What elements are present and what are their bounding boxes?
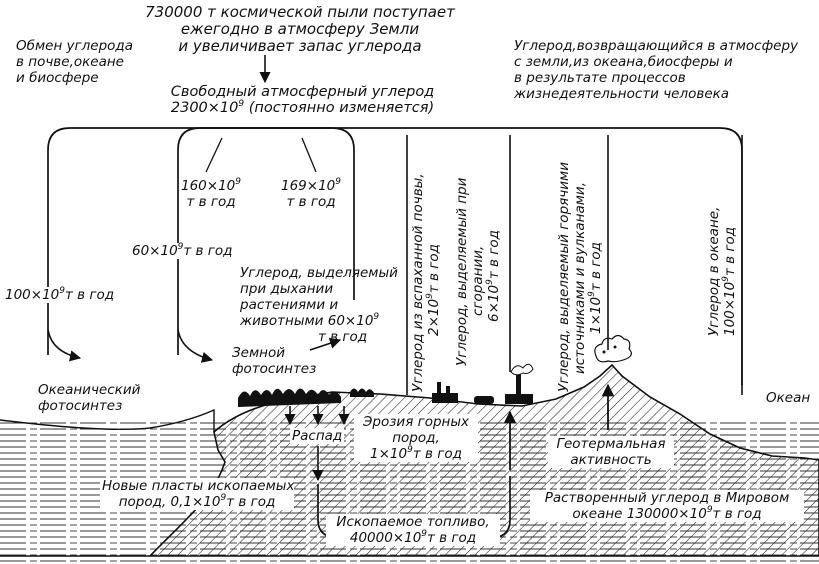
- cosmic-dust-text: 730000 т космической пыли поступает ежег…: [145, 3, 455, 55]
- vegetation: [238, 388, 374, 407]
- ocean-carbon-text: Углерод в океане, 100×109т в год: [706, 206, 738, 336]
- carbon-exchange-text: Обмен углерода в почве,океане и биосфере: [16, 38, 134, 86]
- fossil-fuel-text: Ископаемое топливо, 40000×109т в год: [326, 514, 500, 546]
- respiration-text: Углерод, выделяемый при дыхании растения…: [240, 265, 398, 345]
- volcano-plume: [594, 334, 632, 363]
- factory: [432, 363, 534, 404]
- ocean-photosynthesis-arrow: [47, 329, 82, 362]
- flow-60: 60×109т в год: [130, 242, 235, 259]
- seafloor-left: [0, 408, 215, 432]
- geothermal-text: Геотермальная активность: [548, 436, 674, 468]
- leader-160: [205, 137, 223, 173]
- flow-160: 160×109 т в год: [181, 177, 241, 211]
- free-atmospheric-carbon: Свободный атмосферный углерод 2300×109 (…: [170, 84, 435, 116]
- decay-label: Распад: [290, 428, 345, 444]
- soil-carbon-text: Углерод из вспаханной почвы, 2×109т в го…: [410, 173, 442, 392]
- land-photosynthesis-arrow: [177, 329, 214, 363]
- flow-100: 100×109т в год: [3, 286, 117, 303]
- new-layers-text: Новые пласты ископаемых пород, 0,1×109т …: [100, 478, 295, 510]
- returning-carbon-text: Углерод,возвращающийся в атмосферу с зем…: [514, 38, 799, 102]
- land-photosynthesis-text: Земной фотосинтез: [232, 345, 317, 377]
- ocean-label: Океан: [766, 390, 811, 406]
- dissolved-carbon-text: Растворенный углерод в Мировом океане 13…: [530, 490, 804, 522]
- leader-169: [301, 137, 317, 173]
- photosynthesis-loop: [177, 127, 355, 355]
- flow-169: 169×109 т в год: [281, 177, 341, 211]
- atmosphere-arc: [47, 127, 743, 385]
- ocean-photosynthesis-text: Океанический фотосинтез: [38, 382, 141, 414]
- volcanic-carbon-text: Углерод, выделяемый горячими источниками…: [556, 162, 604, 392]
- combustion-carbon-text: Углерод, выделяемый при сгорании, 6×109т…: [454, 177, 502, 366]
- erosion-text: Эрозия горных пород, 1×109т в год: [354, 414, 478, 462]
- respiration-arrow: [309, 337, 342, 351]
